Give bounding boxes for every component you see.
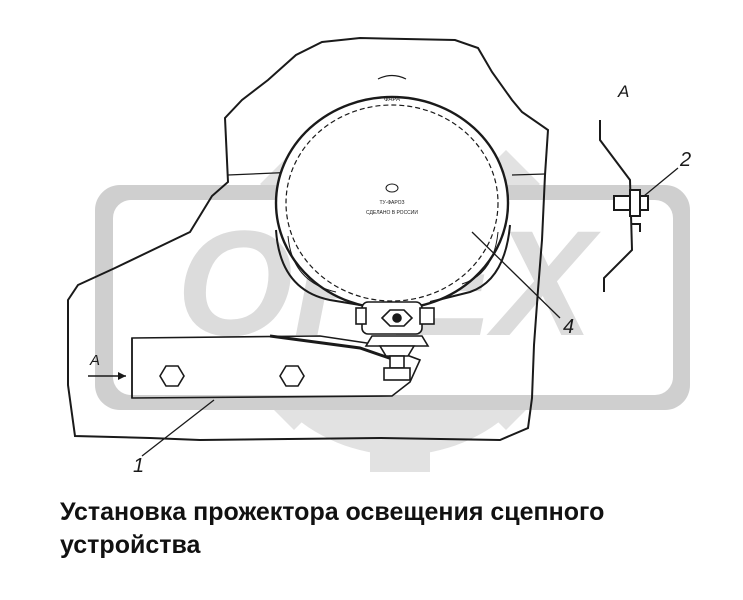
yoke-right-inner bbox=[461, 231, 499, 285]
lamp-marking-line-2: СДЕЛАНО В РОССИИ bbox=[366, 210, 418, 216]
lamp-top-marking: ФАРА bbox=[384, 97, 400, 103]
mount-plate bbox=[131, 335, 422, 399]
lamp-top-clip bbox=[377, 74, 407, 80]
lamp-lens-rim bbox=[285, 104, 499, 302]
hex-nut-left bbox=[159, 365, 185, 387]
lamp-logo-icon bbox=[385, 183, 399, 193]
callout-1: 1 bbox=[133, 455, 144, 477]
detail-view-a bbox=[599, 120, 649, 292]
swivel-mount bbox=[355, 301, 435, 381]
yoke-right-arm bbox=[429, 224, 511, 303]
support-strap bbox=[269, 334, 396, 362]
main-view-label: A bbox=[89, 352, 100, 369]
bracket-plate bbox=[67, 36, 550, 442]
yoke-left-inner bbox=[287, 235, 337, 293]
hex-nut-right bbox=[279, 365, 305, 387]
leader-line-1 bbox=[141, 399, 215, 457]
leader-line-4 bbox=[471, 231, 561, 319]
callout-2: 2 bbox=[679, 149, 691, 171]
bracket-edge-line-right bbox=[511, 173, 546, 176]
leader-line-2 bbox=[643, 167, 679, 197]
lamp-marking-line-1: ТУ-ФАРОЗ bbox=[379, 200, 404, 206]
callout-4: 4 bbox=[563, 316, 574, 338]
detail-view-label: A bbox=[617, 82, 629, 101]
yoke-left-arm bbox=[275, 229, 361, 306]
arrowhead-icon bbox=[118, 372, 126, 380]
figure-caption: Установка прожектора освещения сцепного … bbox=[60, 498, 605, 559]
